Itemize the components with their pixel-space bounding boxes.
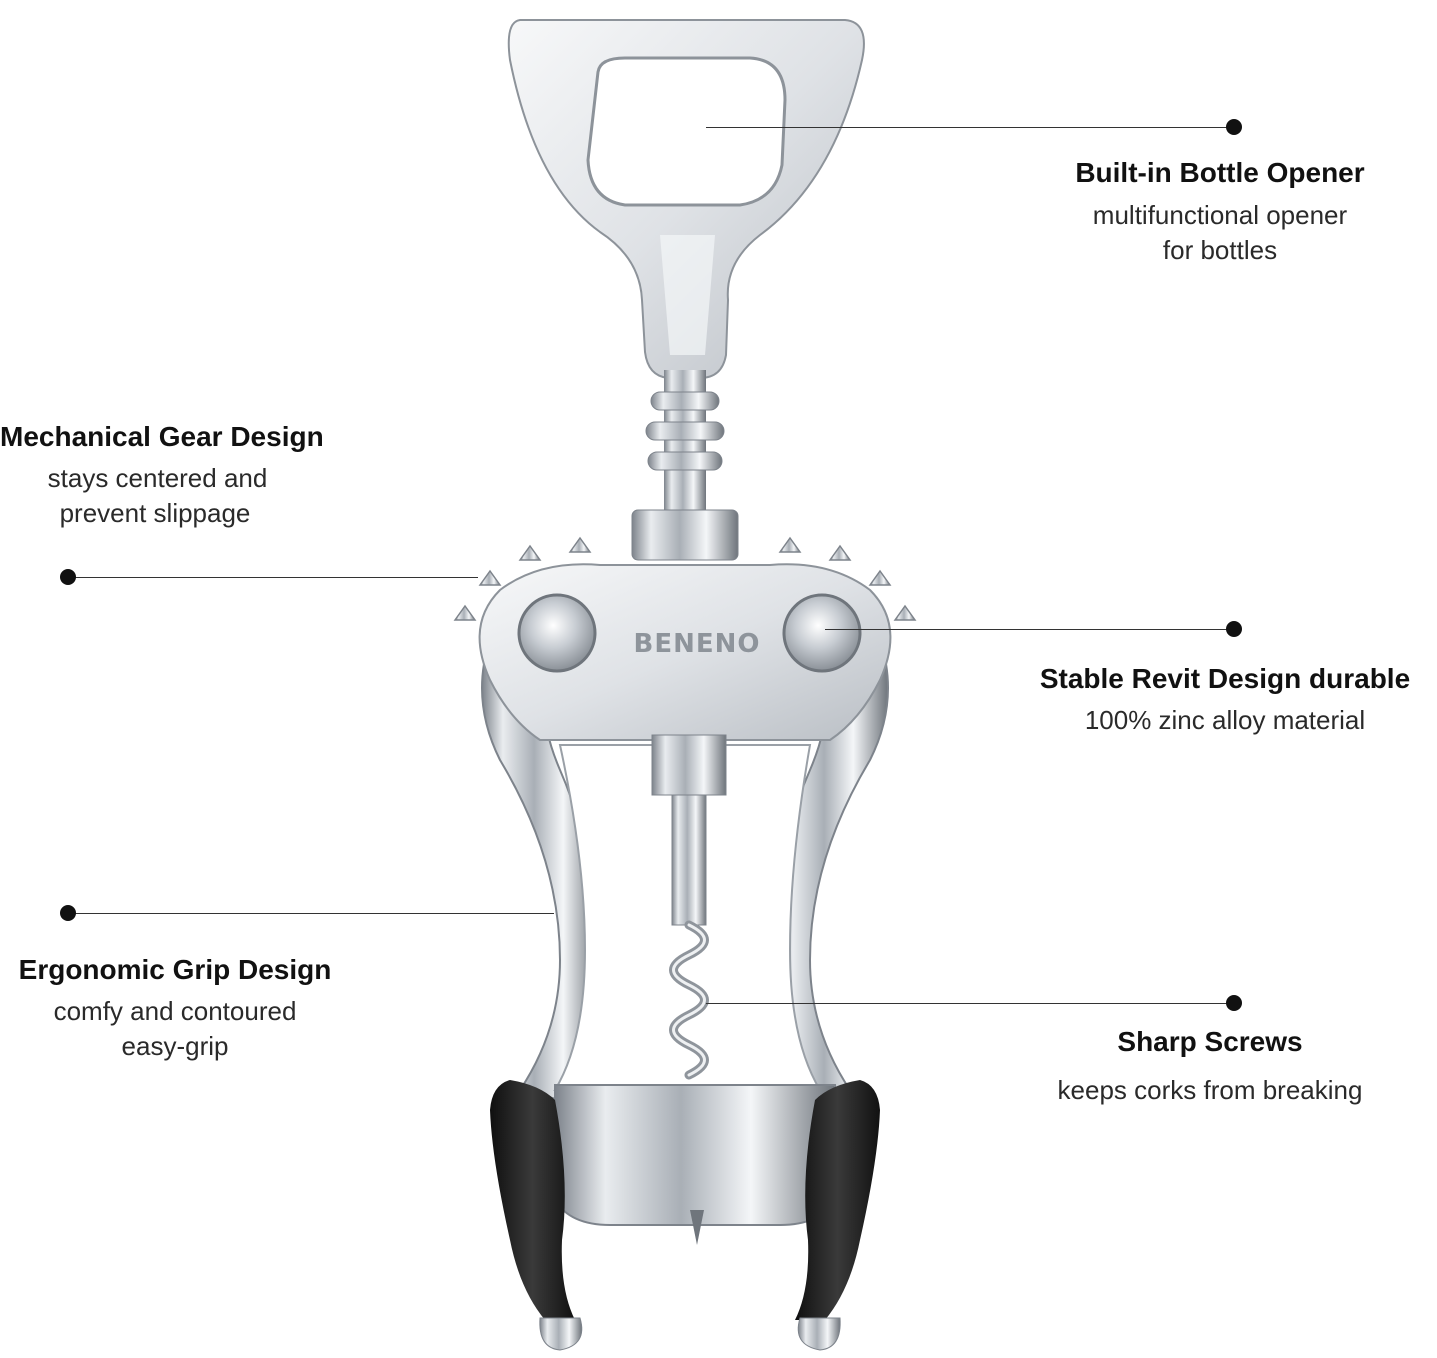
callout-bottle-opener: Built-in Bottle Opener multifunctional o… bbox=[1020, 156, 1420, 268]
gear-stem bbox=[631, 370, 739, 561]
callout-desc: multifunctional opener bbox=[1092, 200, 1348, 230]
callout-dot-gear bbox=[60, 569, 76, 585]
callout-title: Built-in Bottle Opener bbox=[1075, 157, 1365, 188]
callout-dot-rivet bbox=[1226, 621, 1242, 637]
base-collar bbox=[554, 1084, 836, 1245]
callout-desc: 100% zinc alloy material bbox=[1084, 705, 1366, 735]
callout-desc: comfy and contoured bbox=[53, 996, 297, 1026]
left-rubber-grip bbox=[490, 1080, 575, 1320]
callout-title: Mechanical Gear Design bbox=[0, 421, 324, 452]
right-foot-tip bbox=[797, 1317, 841, 1351]
leader-line-rivet bbox=[825, 629, 1234, 630]
right-rubber-grip bbox=[795, 1080, 880, 1320]
left-foot-tip bbox=[539, 1317, 583, 1351]
leader-line-bottle-opener bbox=[706, 127, 1234, 128]
right-rivet bbox=[782, 593, 862, 673]
callout-title: Stable Revit Design durable bbox=[1039, 663, 1411, 694]
leader-line-grip bbox=[68, 913, 554, 914]
callout-desc: easy-grip bbox=[121, 1031, 229, 1061]
callout-desc: prevent slippage bbox=[59, 498, 251, 528]
callout-dot-bottle-opener bbox=[1226, 119, 1242, 135]
leader-line-screw bbox=[706, 1003, 1234, 1004]
callout-desc: keeps corks from breaking bbox=[1057, 1075, 1363, 1105]
callout-title: Ergonomic Grip Design bbox=[18, 954, 332, 985]
callout-screw: Sharp Screws keeps corks from breaking bbox=[1010, 1025, 1410, 1108]
callout-title: Sharp Screws bbox=[1117, 1026, 1303, 1057]
callout-gear: Mechanical Gear Design stays centered an… bbox=[0, 420, 360, 531]
gear-teeth bbox=[453, 536, 917, 621]
callout-rivet: Stable Revit Design durable 100% zinc al… bbox=[1015, 662, 1435, 738]
left-rivet bbox=[517, 593, 597, 673]
callout-dot-screw bbox=[1226, 995, 1242, 1011]
bottle-opener-head bbox=[507, 19, 865, 379]
callout-desc: stays centered and bbox=[47, 463, 268, 493]
callout-desc: for bottles bbox=[1162, 235, 1278, 265]
brand-logo: BENENO bbox=[634, 629, 761, 659]
leader-line-gear bbox=[68, 577, 478, 578]
callout-grip: Ergonomic Grip Design comfy and contoure… bbox=[0, 953, 350, 1064]
callout-dot-grip bbox=[60, 905, 76, 921]
